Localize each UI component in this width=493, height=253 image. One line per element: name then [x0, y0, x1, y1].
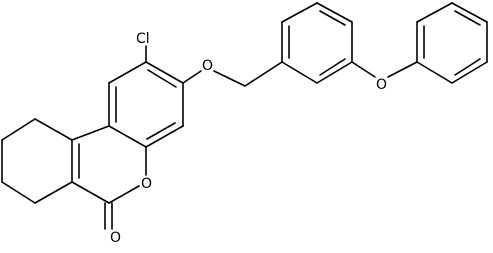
bond [108, 61, 147, 84]
bond [1, 118, 36, 141]
bond [34, 181, 73, 204]
ether-oxygen-label: O [202, 58, 213, 74]
bond [34, 118, 73, 141]
double-bond-inner [319, 58, 346, 76]
double-bond-inner [319, 10, 346, 26]
double-bond-inner [454, 58, 481, 76]
bond [351, 61, 376, 78]
bond [451, 2, 488, 23]
bond [213, 70, 246, 87]
bond [71, 181, 110, 204]
bond [108, 185, 140, 204]
bond [416, 2, 453, 23]
chlorophenol-ring [108, 61, 184, 148]
double-bond-inner [454, 10, 481, 26]
double-bond-inner [147, 69, 177, 88]
phenyl-ring [416, 2, 488, 84]
double-bond-inner [146, 122, 176, 140]
carbonyl-oxygen-label: O [110, 230, 121, 246]
label-backgrounds [108, 29, 389, 245]
bond [1, 181, 36, 204]
benzyl-ring [281, 2, 353, 84]
chlorine-label: Cl [136, 31, 150, 47]
phenoxy-oxygen-label: O [376, 77, 387, 93]
bond [316, 2, 353, 23]
bond [71, 125, 110, 141]
bond [145, 125, 184, 148]
bond [244, 61, 283, 87]
benzyloxy-linker [182, 61, 283, 87]
bond [108, 125, 147, 148]
ring-oxygen-label: O [141, 176, 152, 192]
cyclohexene-ring [1, 118, 73, 204]
bond [145, 61, 184, 84]
phenoxy-linker [351, 61, 418, 78]
bond [416, 61, 453, 84]
bond [387, 61, 418, 78]
bond [451, 61, 488, 84]
bond [281, 2, 318, 23]
pyranone-ring [71, 125, 147, 230]
bond [316, 61, 353, 84]
bond [281, 61, 318, 84]
bond [182, 70, 202, 84]
